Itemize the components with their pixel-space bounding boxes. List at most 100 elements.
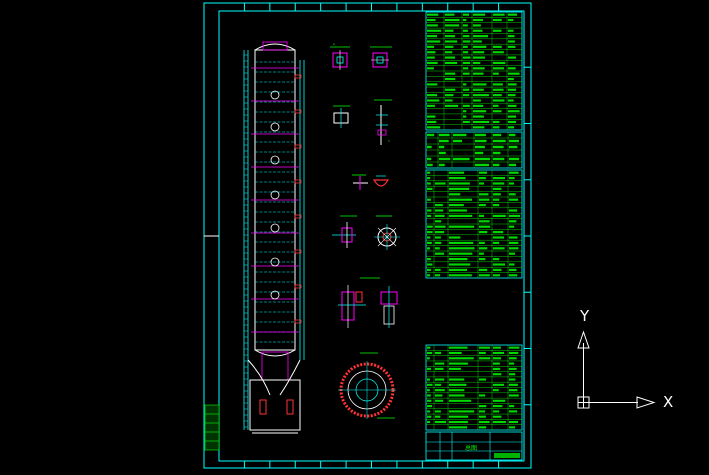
table-cell-text	[449, 177, 466, 180]
table-cell-text	[435, 410, 441, 413]
table-cell-text	[435, 394, 443, 397]
table-cell-text	[473, 35, 489, 38]
table-cell-text	[449, 263, 471, 266]
table-cell-text	[473, 104, 484, 107]
manhole	[270, 190, 280, 200]
table-cell-text	[449, 383, 467, 386]
detail-section-top[interactable]	[338, 352, 396, 419]
detail-c[interactable]	[333, 105, 350, 128]
table-cell-text	[493, 231, 504, 234]
table-cell-text	[427, 198, 431, 201]
table-cell-text	[509, 139, 519, 143]
table-cell-text	[479, 247, 488, 250]
table-cell-text	[493, 236, 505, 239]
table-cell-text	[473, 51, 485, 54]
table-cell-text	[449, 247, 475, 250]
table-cell-text	[427, 241, 432, 244]
ladder-rungs	[244, 54, 248, 428]
table-cell-text	[473, 126, 485, 129]
table-cell-text	[445, 88, 456, 91]
table-cell-text	[509, 193, 516, 196]
table-cell-text	[463, 51, 469, 54]
table-cell-text	[479, 426, 487, 429]
detail-f[interactable]	[332, 215, 357, 248]
table-cell-text	[435, 362, 445, 365]
table-cell-text	[463, 120, 470, 124]
table-cell-text	[479, 177, 486, 180]
svg-text:A: A	[333, 42, 336, 46]
revision-block	[204, 404, 220, 451]
table-cell-text	[509, 274, 518, 277]
table-cell-text	[509, 389, 518, 392]
detail-g[interactable]	[374, 215, 400, 250]
table-cell-text	[493, 415, 502, 418]
table-cell-text	[435, 241, 442, 244]
table-cell-text	[509, 236, 518, 239]
table-cell-text	[427, 383, 433, 386]
bill-of-materials-table[interactable]	[425, 169, 523, 431]
table-cell-text	[427, 35, 438, 38]
table-cell-text	[493, 177, 505, 180]
detail-a[interactable]: A	[330, 42, 350, 70]
table-cell-text	[509, 220, 517, 223]
table-cell-text	[463, 72, 470, 75]
table-cell-text	[449, 182, 470, 185]
table-cell-text	[449, 362, 468, 365]
table-cell-text	[475, 157, 490, 161]
table-cell-text	[493, 420, 506, 424]
table-cell-text	[493, 145, 504, 149]
table-cell-text	[493, 29, 502, 32]
nozzle-table[interactable]	[425, 131, 523, 169]
table-cell-text	[427, 157, 432, 161]
table-cell-text	[509, 177, 515, 180]
table-cell-text	[493, 357, 501, 360]
table-cell-text	[439, 139, 449, 143]
detail-h[interactable]	[338, 277, 398, 328]
table-cell-text	[435, 204, 443, 207]
table-cell-text	[435, 399, 444, 402]
title-block[interactable]: 总图	[425, 431, 523, 461]
table-cell-text	[509, 383, 518, 386]
table-cell-text	[463, 88, 470, 91]
table-cell-text	[493, 94, 502, 97]
design-data-table[interactable]	[425, 11, 523, 131]
nozzle	[294, 249, 302, 254]
svg-text:1: 1	[388, 139, 390, 143]
table-cell-text	[449, 357, 474, 360]
table-cell-text	[479, 171, 488, 174]
detail-e[interactable]	[352, 174, 390, 190]
table-cell-text	[463, 29, 468, 32]
table-cell-text	[427, 163, 433, 167]
table-cell-text	[445, 45, 454, 48]
table-cell-text	[427, 394, 431, 397]
table-cell-text	[427, 420, 431, 424]
table-cell-text	[479, 204, 486, 207]
table-cell-text	[479, 351, 486, 355]
table-cell-text	[435, 214, 445, 217]
table-cell-text	[509, 182, 514, 185]
table-cell-text	[493, 274, 500, 277]
table-cell-text	[479, 252, 484, 255]
detail-d[interactable]: 1	[374, 99, 392, 145]
table-cell-text	[493, 198, 500, 201]
table-cell-text	[435, 420, 447, 424]
table-cell-text	[508, 18, 514, 22]
table-cell-text	[508, 94, 516, 97]
table-cell-text	[445, 29, 454, 32]
table-cell-text	[427, 13, 439, 16]
table-cell-text	[493, 88, 504, 91]
table-cell-text	[449, 193, 461, 196]
table-cell-text	[493, 399, 506, 402]
table-cell-text	[473, 110, 487, 113]
manhole	[270, 257, 280, 267]
table-cell-text	[427, 225, 433, 228]
detail-b[interactable]	[370, 46, 392, 68]
table-cell-text	[509, 214, 520, 217]
table-cell-text	[449, 204, 464, 207]
table-cell-text	[493, 120, 500, 124]
table-cell-text	[473, 115, 484, 118]
manhole	[270, 90, 280, 100]
table-cell-text	[449, 258, 468, 261]
